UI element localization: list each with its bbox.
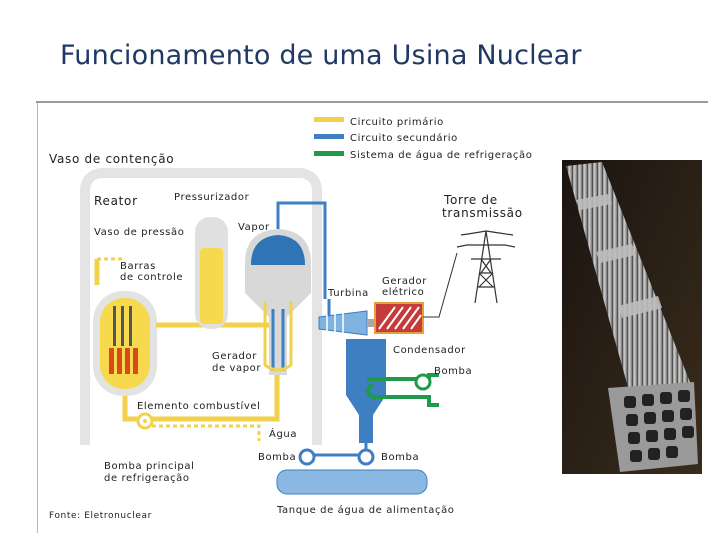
generator-body: [374, 302, 424, 334]
diagram-frame: [37, 103, 553, 533]
water-label: Água: [269, 427, 297, 440]
secondary-steam-line: [276, 201, 327, 299]
steam-generator-steam: [251, 235, 305, 265]
bottom-nozzle-holes: [624, 390, 694, 462]
feed-pump-right-label: Bomba: [381, 452, 419, 463]
steam-generator-label-1: Gerador: [212, 351, 257, 362]
feedwater-tank: [276, 469, 428, 495]
control-rods: [113, 306, 132, 346]
reactor-core: [100, 298, 150, 389]
power-line: [423, 252, 458, 318]
generator-label-2: elétrico: [382, 286, 424, 298]
primary-dashed-bottom: [143, 419, 261, 441]
legend-label-primary: Circuito primário: [350, 116, 444, 128]
steam-generator-tubes: [271, 309, 285, 371]
tower-label-2: transmissão: [442, 206, 523, 220]
feed-pump-left-label: Bomba: [258, 452, 296, 463]
pressurizer-liquid: [200, 248, 223, 324]
main-pump-hub: [143, 419, 147, 423]
condenser-label: Condensador: [393, 345, 466, 356]
legend-swatch-primary: [314, 117, 344, 122]
cooling-loop-inner: [366, 383, 439, 407]
legend-swatch-secondary: [314, 134, 344, 139]
legend-label-secondary: Circuito secundário: [350, 132, 458, 144]
legend-swatch-cooling: [314, 151, 344, 156]
source-credit: Fonte: Eletronuclear: [49, 511, 152, 521]
steam-generator-primary-u-tube: [263, 301, 293, 372]
main-pump-label-1: Bomba principal: [104, 461, 194, 472]
legend-label-cooling: Sistema de água de refrigeração: [350, 149, 532, 161]
nuclear-plant-diagram: Circuito primário Circuito secundário Si…: [49, 116, 532, 521]
transmission-tower-icon: [456, 230, 516, 304]
reactor-label: Reator: [94, 194, 138, 208]
steam-generator-shell: [245, 229, 311, 375]
main-pump-label-2: de refrigeração: [104, 473, 190, 484]
pressure-vessel-label: Vaso de pressão: [94, 227, 184, 238]
steam-label: Vapor: [238, 222, 270, 233]
generator-label-1: Gerador: [382, 276, 427, 287]
fuel-element-label: Elemento combustível: [137, 400, 261, 412]
containment-label: Vaso de contenção: [49, 152, 174, 166]
title-divider: [36, 101, 708, 103]
containment-wall: [80, 168, 322, 445]
spacer-grids: [576, 194, 662, 318]
control-rods-label-1: Barras: [120, 261, 156, 272]
tower-label-1: Torre de: [443, 193, 498, 207]
turbine-shaft: [367, 319, 377, 327]
fuel-rod-bundle: [566, 162, 694, 430]
fuel-assembly-photo: [562, 160, 702, 474]
control-rods-label-2: de controle: [120, 272, 183, 283]
generator-hatching: [378, 306, 422, 330]
feedwater-tank-label: Tanque de água de alimentação: [276, 504, 455, 516]
steam-generator-label-2: de vapor: [212, 363, 261, 374]
pressurizer-label: Pressurizador: [174, 192, 250, 203]
slide-title: Funcionamento de uma Usina Nuclear: [60, 40, 582, 71]
cooling-pump-label: Bomba: [434, 366, 472, 377]
cooling-pump-icon: [414, 373, 432, 391]
fuel-rods: [109, 348, 138, 374]
primary-cold-leg: [122, 371, 280, 422]
feed-pump-left-icon: [298, 448, 316, 466]
feed-pump-right-icon: [357, 448, 375, 466]
feedwater-line: [305, 443, 368, 459]
turbine-blades: [326, 313, 344, 333]
turbine-label: Turbina: [327, 288, 369, 299]
